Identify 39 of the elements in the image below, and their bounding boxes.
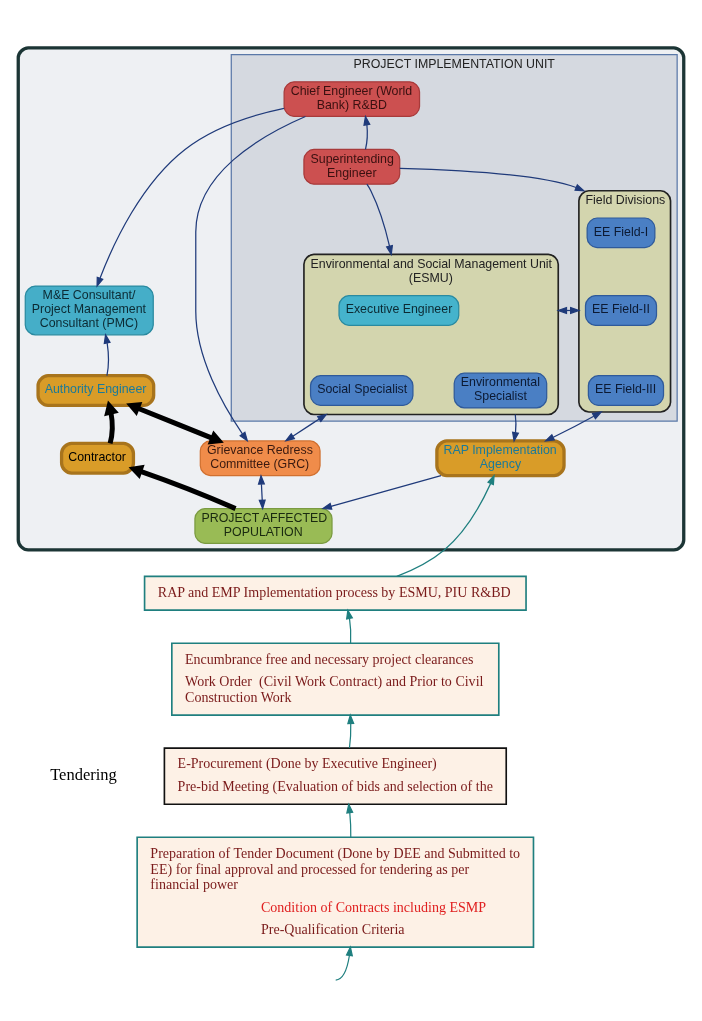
- arrow: [284, 413, 328, 442]
- arrow: [104, 400, 119, 444]
- node-box: RAP Implementation Agency: [435, 438, 566, 477]
- arrow: [511, 413, 520, 443]
- cluster: [16, 45, 686, 552]
- node-box: Contractor: [59, 441, 136, 475]
- arrow: [335, 944, 354, 981]
- arrow: [257, 473, 266, 510]
- arrow: [195, 115, 307, 442]
- arrow: [543, 410, 603, 442]
- node-box: Authority Engineer: [36, 373, 156, 407]
- arrow: [321, 474, 442, 510]
- arrow: [96, 107, 285, 288]
- node-box: PROJECT AFFECTED POPULATION: [194, 507, 333, 544]
- node-box: Environmental Specialist: [453, 372, 548, 409]
- arrow: [128, 464, 237, 511]
- node-box: Social Specialist: [309, 374, 414, 406]
- node-box: EE Field-II: [584, 294, 658, 326]
- arrow: [363, 114, 371, 150]
- node-box: Executive Engineer: [338, 294, 460, 326]
- node-box: RAP and EMP Implementation process by ESMU, PIU R&BD: [143, 575, 527, 611]
- node-box: M&E Consultant/ Project Management Consultant (PMC): [24, 285, 154, 335]
- node-box: E-Procurement (Done by Executive Engineer) Pre-bid Meeting (Evaluation of bids and selection of the: [163, 746, 508, 805]
- arrow: [345, 608, 354, 644]
- node-box: EE Field-III: [587, 374, 665, 406]
- node-box: Superintending Engineer: [303, 148, 401, 185]
- label: Tendering: [50, 764, 117, 784]
- arrow: [347, 712, 355, 749]
- node-box: Grievance Redress Committee (GRC): [199, 439, 321, 476]
- arrow: [126, 401, 224, 444]
- arrow: [346, 802, 354, 838]
- node-box: EE Field-I: [586, 216, 656, 248]
- arrow: [399, 167, 586, 191]
- node-box: Encumbrance free and necessary project clearances Work Order (Civil Work Contract) and Prior to Civil Construction Work: [171, 641, 500, 716]
- arrow: [366, 183, 394, 256]
- node-box: Chief Engineer (World Bank) R&BD: [283, 80, 421, 117]
- arrow: [396, 473, 495, 577]
- arrow: [103, 332, 111, 376]
- node-box: Preparation of Tender Document (Done by DEE and Submitted to EE) for final approval and processed for tendering as per financial power Condition of Contracts including ESMP Pre-Qualification Criteria: [136, 835, 535, 948]
